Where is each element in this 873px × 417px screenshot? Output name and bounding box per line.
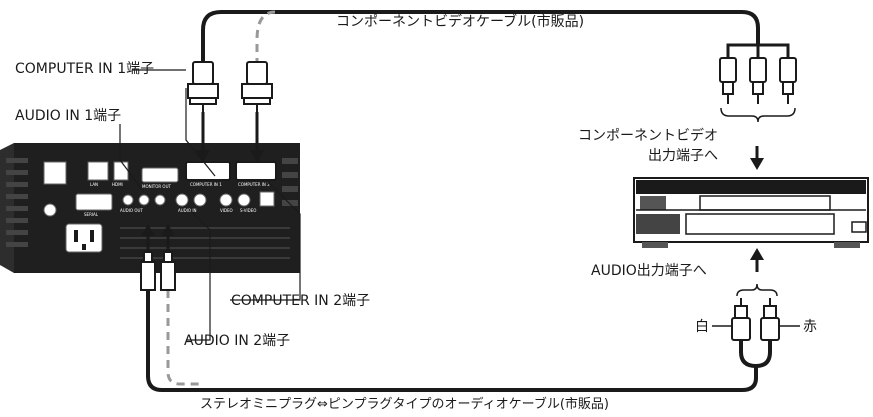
- brace-top: [720, 107, 796, 123]
- label-audio-out: AUDIO出力端子へ: [591, 263, 707, 279]
- svg-text:LAN: LAN: [90, 182, 98, 187]
- label-component-out-2: 出力端子へ: [648, 148, 718, 164]
- svg-text:SERIAL: SERIAL: [84, 212, 99, 217]
- svg-text:VIDEO: VIDEO: [220, 208, 233, 213]
- label-component-cable: コンポーネントビデオケーブル(市販品): [336, 13, 584, 30]
- label-component-out-1: コンポーネントビデオ: [578, 127, 718, 144]
- rca-plugs-top: [719, 57, 797, 104]
- leader-lines: [119, 69, 301, 341]
- label-computer-in-1: COMPUTER IN 1端子: [15, 61, 154, 77]
- vcr-device: [633, 177, 869, 248]
- audio-cable-dashed: [166, 290, 200, 386]
- mini-plug-2: [160, 251, 176, 291]
- svg-text:AUDIO IN: AUDIO IN: [178, 208, 197, 213]
- component-cable: [201, 10, 760, 78]
- rca-triple-plug: [726, 43, 790, 58]
- svg-text:COMPUTER IN 1: COMPUTER IN 1: [190, 182, 222, 187]
- vga-plug-1: [187, 61, 219, 112]
- component-cable-dashed: [255, 10, 276, 80]
- label-computer-in-2: COMPUTER IN 2端子: [231, 293, 370, 309]
- audio-cable: [146, 290, 758, 392]
- svg-text:COMPUTER IN 2: COMPUTER IN 2: [238, 182, 270, 187]
- label-audio-in-1: AUDIO IN 1端子: [15, 108, 121, 124]
- rca-audio-plugs: [731, 298, 780, 341]
- label-audio-in-2: AUDIO IN 2端子: [184, 333, 290, 349]
- svg-text:MONITOR OUT: MONITOR OUT: [142, 184, 171, 189]
- panel-port-labels: LAN HDMI MONITOR OUT COMPUTER IN 1 COMPU…: [84, 182, 270, 217]
- brace-bottom: [736, 283, 778, 297]
- label-white: 白: [695, 319, 709, 335]
- svg-text:HDMI: HDMI: [112, 182, 123, 187]
- label-stereo-cable: ステレオミニプラグ⇔ピンプラグタイプのオーディオケーブル(市販品): [200, 396, 609, 412]
- projector-body: [0, 143, 300, 273]
- label-red: 赤: [803, 319, 817, 335]
- mini-plug-1: [140, 251, 156, 291]
- svg-text:S-VIDEO: S-VIDEO: [240, 208, 256, 213]
- vga-plug-2: [241, 61, 273, 112]
- svg-text:AUDIO OUT: AUDIO OUT: [120, 208, 143, 213]
